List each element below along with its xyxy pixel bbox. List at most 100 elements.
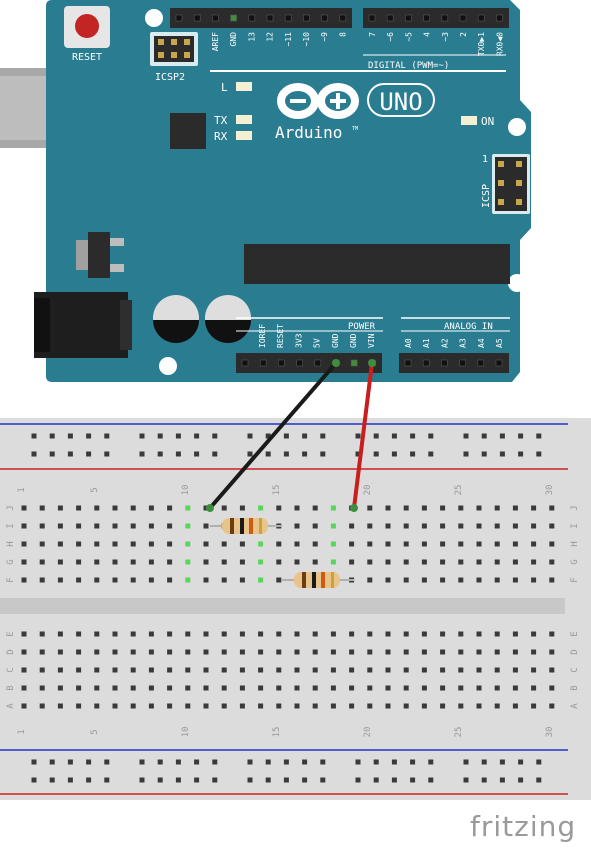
resistor-r1[interactable]	[210, 518, 282, 534]
row-letter-label: A	[570, 703, 580, 709]
breadboard-hole	[276, 667, 282, 673]
breadboard-hole	[112, 505, 118, 511]
column-number-label: 5	[90, 729, 100, 734]
breadboard-hole	[330, 685, 336, 691]
rail-hole	[194, 451, 200, 457]
breadboard-hole	[148, 685, 154, 691]
rail-hole	[49, 433, 55, 439]
rail-hole	[302, 451, 308, 457]
breadboard-hole	[476, 523, 482, 529]
breadboard-hole	[185, 649, 191, 655]
breadboard-hole	[258, 649, 264, 655]
breadboard-hole	[531, 649, 537, 655]
rail-hole	[428, 451, 434, 457]
breadboard-hole	[367, 523, 373, 529]
rail-hole	[428, 433, 434, 439]
rail-hole	[86, 777, 92, 783]
header-pin	[248, 14, 256, 22]
breadboard-hole	[531, 577, 537, 583]
reset-button-cap[interactable]	[75, 14, 99, 38]
breadboard-hole	[203, 703, 209, 709]
header-pin	[230, 14, 237, 22]
digital-label: DIGITAL (PWM=~)	[368, 61, 449, 71]
header-pin-label: 7	[368, 32, 377, 37]
breadboard-hole-active	[185, 541, 191, 547]
rail-hole	[31, 759, 37, 765]
breadboard-hole	[549, 523, 555, 529]
breadboard-hole	[39, 631, 45, 637]
rail-hole	[499, 451, 505, 457]
rail-hole	[194, 777, 200, 783]
breadboard-hole	[94, 685, 100, 691]
breadboard-hole-active	[258, 505, 264, 511]
breadboard-hole	[330, 703, 336, 709]
breadboard-hole	[440, 703, 446, 709]
breadboard-hole	[57, 631, 63, 637]
rail-hole	[212, 777, 218, 783]
breadboard-hole	[294, 505, 300, 511]
breadboard-hole	[276, 505, 282, 511]
header-pin-label: 12	[266, 32, 275, 42]
fritzing-watermark: fritzing	[470, 810, 577, 843]
rail-hole	[265, 433, 271, 439]
rail-hole	[428, 759, 434, 765]
analog-header	[399, 353, 509, 373]
breadboard-hole-active	[258, 559, 264, 565]
rail-hole	[391, 451, 397, 457]
breadboard-hole	[39, 703, 45, 709]
rail-hole	[463, 433, 469, 439]
led-rx	[236, 131, 252, 140]
breadboard-hole	[221, 685, 227, 691]
row-letter-label: C	[570, 667, 580, 672]
breadboard-hole	[130, 559, 136, 565]
breadboard-hole	[57, 559, 63, 565]
mounting-hole	[508, 274, 526, 292]
breadboard-hole	[167, 559, 173, 565]
breadboard-hole	[221, 505, 227, 511]
breadboard-hole	[39, 505, 45, 511]
wire-gnd-black[interactable]	[206, 359, 340, 512]
breadboard-hole	[57, 505, 63, 511]
rail-hole	[481, 451, 487, 457]
breadboard-hole	[57, 703, 63, 709]
breadboard-hole	[312, 667, 318, 673]
header-pin	[278, 359, 285, 367]
breadboard-hole-active	[185, 577, 191, 583]
breadboard-hole	[294, 631, 300, 637]
wire-vin-red[interactable]	[350, 359, 376, 512]
breadboard-hole	[167, 667, 173, 673]
rail-hole	[373, 451, 379, 457]
breadboard-hole	[494, 559, 500, 565]
led-on	[461, 116, 477, 125]
breadboard-hole	[130, 685, 136, 691]
row-letter-label: J	[570, 505, 580, 510]
breadboard-hole-active	[258, 577, 264, 583]
breadboard-hole	[458, 631, 464, 637]
column-number-label: 10	[181, 485, 191, 496]
breadboard-hole	[294, 703, 300, 709]
column-number-label: 30	[545, 485, 555, 496]
header-pin-label: A5	[495, 338, 504, 348]
rail-hole	[67, 759, 73, 765]
breadboard-hole	[21, 667, 27, 673]
rail-hole	[283, 451, 289, 457]
breadboard-hole	[203, 667, 209, 673]
breadboard-hole	[476, 685, 482, 691]
rail-hole	[175, 777, 181, 783]
rail-hole	[536, 759, 542, 765]
column-number-label: 25	[454, 727, 464, 738]
breadboard-hole	[385, 505, 391, 511]
breadboard-hole	[294, 559, 300, 565]
breadboard-hole	[148, 577, 154, 583]
header-pin-label: ~6	[386, 32, 395, 42]
breadboard-hole	[531, 541, 537, 547]
resistor-r2[interactable]	[282, 572, 354, 588]
header-pin-label: A3	[459, 338, 468, 348]
breadboard-hole	[148, 505, 154, 511]
breadboard-hole	[21, 559, 27, 565]
rail-hole	[67, 433, 73, 439]
breadboard-hole	[76, 685, 82, 691]
breadboard-hole	[531, 631, 537, 637]
